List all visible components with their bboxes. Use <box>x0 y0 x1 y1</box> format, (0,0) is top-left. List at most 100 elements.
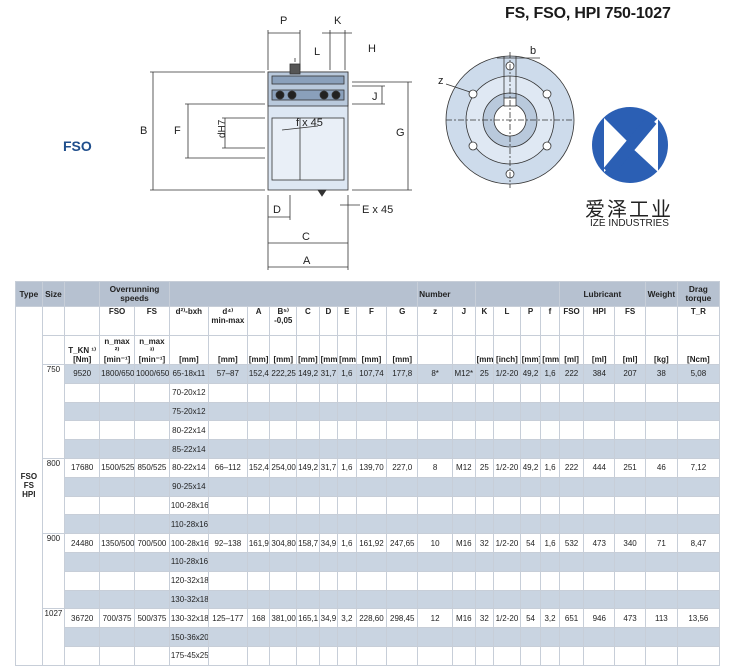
header-symbol: K <box>474 306 495 336</box>
cell-empty <box>133 627 170 647</box>
cell-empty <box>207 420 248 441</box>
cell-empty <box>355 570 388 591</box>
cell-f: 1,6 <box>540 457 560 478</box>
cell-empty <box>269 514 298 535</box>
header-symbol: HPI <box>583 306 616 336</box>
cell-empty <box>676 645 721 666</box>
cell-empty <box>318 382 339 403</box>
technical-drawings: P K L H B F dH7 f x 45 G J D E x 45 C A … <box>140 15 668 270</box>
cell-empty <box>417 514 454 535</box>
cell-empty <box>583 439 616 459</box>
cell-empty <box>644 439 678 459</box>
cell-empty <box>417 420 454 441</box>
cell-empty <box>644 401 678 422</box>
cell-D: 31,7 <box>318 364 339 384</box>
cell-empty <box>644 495 678 516</box>
cell-empty <box>452 627 476 647</box>
cell-empty <box>558 589 585 610</box>
cell-empty <box>133 589 170 610</box>
cell-nmax-fs: 500/375 <box>133 608 170 629</box>
cell-empty <box>644 589 678 610</box>
cell-empty <box>558 401 585 422</box>
cell-empty <box>452 476 476 497</box>
header-unit <box>417 335 454 365</box>
cell-empty <box>417 382 454 403</box>
cell-empty <box>386 495 419 516</box>
cell-empty <box>246 401 271 422</box>
cell-empty <box>207 627 248 647</box>
cell-empty <box>386 439 419 459</box>
cell-empty <box>474 420 495 441</box>
cell-empty <box>269 589 298 610</box>
cell-empty <box>474 382 495 403</box>
header-blank <box>41 306 66 336</box>
cell-empty <box>99 420 135 441</box>
cell-empty <box>246 382 271 403</box>
cell-empty <box>493 627 521 647</box>
cell-C: 158,7 <box>296 533 320 553</box>
cell-empty <box>133 514 170 535</box>
cell-empty <box>417 495 454 516</box>
cell-z: 10 <box>417 533 454 553</box>
cell-drag: 5,08 <box>676 364 721 384</box>
header-unit: [mm] <box>474 335 495 365</box>
dim-G: G <box>396 127 405 139</box>
cell-lub_hpi: 473 <box>583 533 616 553</box>
cell-empty <box>474 401 495 422</box>
cell-empty <box>417 439 454 459</box>
header-symbol: z <box>417 306 454 336</box>
header-blank <box>41 335 66 365</box>
cell-empty <box>337 476 357 497</box>
cell-B: 304,80 <box>269 533 298 553</box>
cell-empty <box>519 420 542 441</box>
cell-K: 32 <box>474 608 495 629</box>
dim-b: b <box>530 45 536 57</box>
cell-bore: 120-32x18 <box>168 570 209 591</box>
cell-empty <box>355 589 388 610</box>
cell-empty <box>644 382 678 403</box>
col-size: Size <box>41 281 66 307</box>
cell-bore: 110-28x16 <box>168 514 209 535</box>
table-row: 85-22x14 <box>16 439 721 459</box>
header-symbol: F <box>355 306 388 336</box>
dim-fx45: f x 45 <box>296 117 323 129</box>
header-unit: [mm] <box>540 335 560 365</box>
table-row: 90-25x14 <box>16 476 721 497</box>
cell-f: 3,2 <box>540 608 560 629</box>
cell-F: 107,74 <box>355 364 388 384</box>
cell-empty <box>269 627 298 647</box>
cell-C: 149,2 <box>296 364 320 384</box>
cell-empty <box>386 570 419 591</box>
cell-D: 34,9 <box>318 608 339 629</box>
header-unit: [Ncm] <box>676 335 721 365</box>
cell-A: 161,9 <box>246 533 271 553</box>
cell-empty <box>133 551 170 572</box>
side-section-view <box>150 30 412 270</box>
header-symbol: G <box>386 306 419 336</box>
dim-H: H <box>368 43 376 55</box>
cell-d: 125–177 <box>207 608 248 629</box>
cell-empty <box>133 420 170 441</box>
cell-empty <box>318 627 339 647</box>
dim-F: F <box>174 125 181 137</box>
cell-empty <box>64 627 101 647</box>
table-row: 75-20x12 <box>16 401 721 422</box>
cell-empty <box>386 589 419 610</box>
dim-L: L <box>314 46 320 58</box>
cell-bore: 80-22x14 <box>168 457 209 478</box>
cell-empty <box>64 514 101 535</box>
cell-empty <box>417 551 454 572</box>
cell-empty <box>540 570 560 591</box>
cell-empty <box>676 589 721 610</box>
cell-lub_hpi: 444 <box>583 457 616 478</box>
cell-lub_hpi: 384 <box>583 364 616 384</box>
cell-empty <box>452 589 476 610</box>
cell-empty <box>318 495 339 516</box>
header-unit: [ml] <box>583 335 616 365</box>
cell-empty <box>644 420 678 441</box>
cell-empty <box>614 570 646 591</box>
cell-empty <box>540 645 560 666</box>
size-cell: 900 <box>41 533 66 610</box>
cell-empty <box>519 401 542 422</box>
cell-F: 161,92 <box>355 533 388 553</box>
